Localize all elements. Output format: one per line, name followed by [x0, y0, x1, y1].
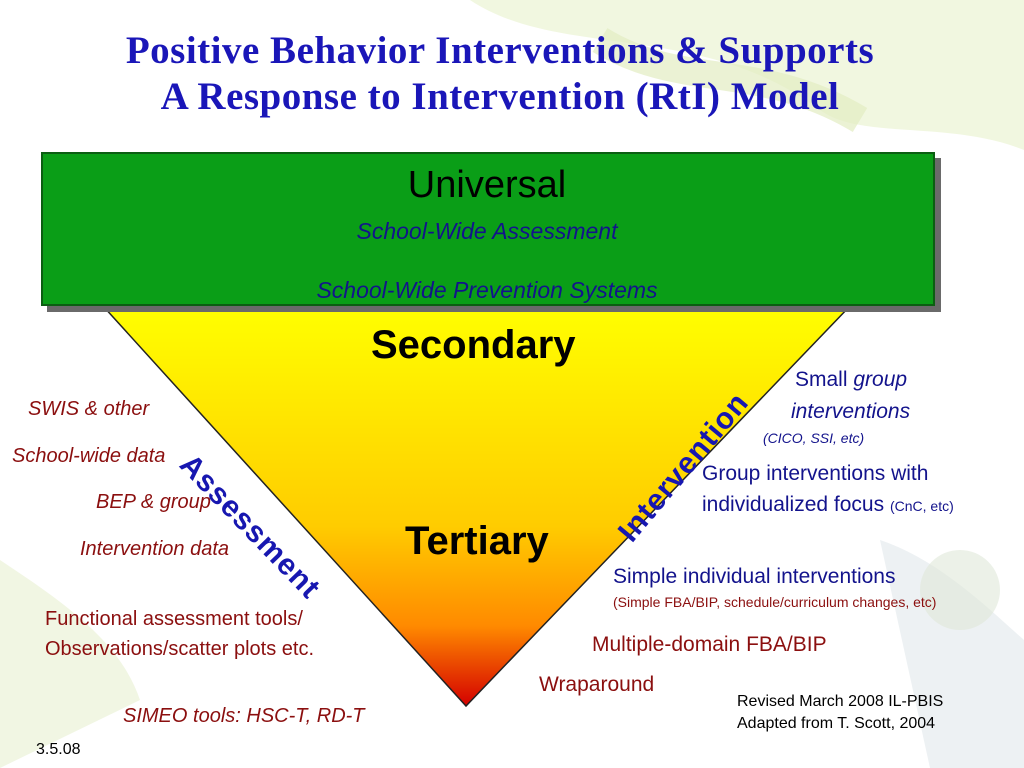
intervention-multiple: Multiple-domain FBA/BIP	[592, 633, 827, 656]
intervention-small-italic: group	[853, 368, 908, 391]
intervention-group-note: (CnC, etc)	[889, 498, 954, 514]
revised-note: Revised March 2008 IL-PBIS	[737, 693, 944, 710]
assessment-item: School-wide data	[12, 445, 166, 467]
intervention-group-text: individualized focus	[702, 493, 890, 516]
title-line-1: Positive Behavior Interventions & Suppor…	[125, 29, 875, 72]
intervention-small-line2: interventions	[791, 400, 911, 423]
title-line-2: A Response to Intervention (RtI) Model	[160, 75, 840, 118]
slide-date: 3.5.08	[36, 741, 81, 758]
assessment-item: Functional assessment tools/	[45, 608, 303, 630]
tier-triangle	[101, 305, 852, 708]
school-wide-assessment: School-Wide Assessment	[356, 218, 618, 244]
universal-tier-box	[41, 152, 935, 306]
assessment-item: SIMEO tools: HSC-T, RD-T	[123, 705, 365, 727]
intervention-small-prefix: Small	[795, 368, 854, 391]
assessment-item: Intervention data	[80, 538, 229, 560]
assessment-item: SWIS & other	[28, 398, 150, 420]
assessment-item: Observations/scatter plots etc.	[45, 638, 315, 660]
intervention-small-group: Small group	[795, 368, 907, 392]
intervention-wraparound: Wraparound	[539, 673, 655, 696]
intervention-small-note: (CICO, SSI, etc)	[763, 430, 865, 446]
intervention-group-line2: individualized focus (CnC, etc)	[702, 493, 954, 517]
intervention-group-line1: Group interventions with	[702, 462, 929, 485]
intervention-simple-line1: Simple individual interventions	[613, 565, 896, 588]
assessment-item: BEP & group	[96, 491, 211, 513]
intervention-simple-note: (Simple FBA/BIP, schedule/curriculum cha…	[613, 594, 937, 610]
slide-title: Positive Behavior Interventions & Suppor…	[0, 28, 1000, 120]
secondary-label: Secondary	[371, 323, 576, 367]
universal-label: Universal	[407, 164, 567, 206]
school-wide-prevention: School-Wide Prevention Systems	[316, 277, 658, 303]
adapted-note: Adapted from T. Scott, 2004	[737, 715, 936, 732]
tertiary-label: Tertiary	[405, 519, 549, 563]
